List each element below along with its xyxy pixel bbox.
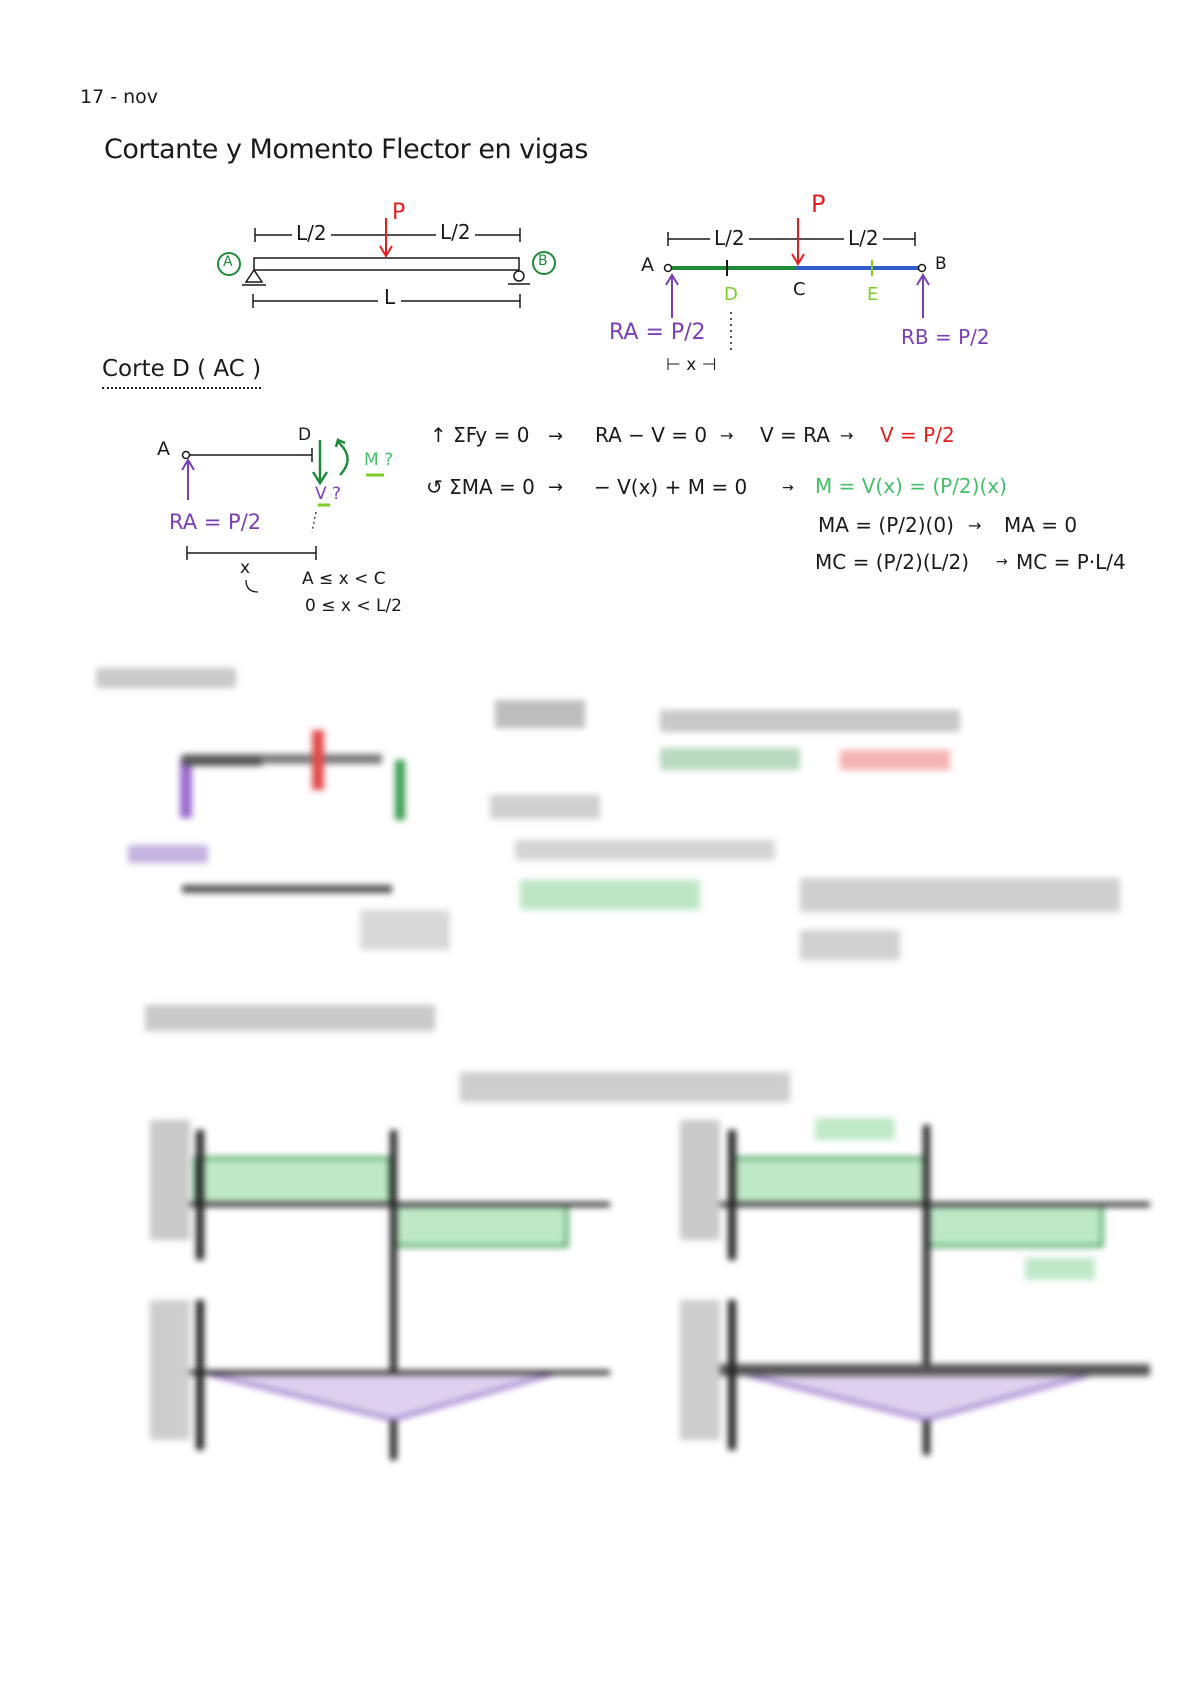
eq-ma-step1: − V(x) + M = 0 bbox=[594, 475, 748, 499]
eq-fy-result: V = P/2 bbox=[880, 423, 955, 447]
cut-d-shear: V ? bbox=[315, 484, 342, 504]
eq-fy-step1: RA − V = 0 bbox=[595, 423, 708, 447]
cut-d-reaction: RA = P/2 bbox=[169, 510, 262, 534]
cut-d-point-d: D bbox=[298, 425, 312, 445]
beam2-reaction-b: RB = P/2 bbox=[901, 325, 990, 349]
beam2-point-b: B bbox=[935, 254, 947, 274]
cut-d-point-a: A bbox=[157, 438, 170, 460]
page-title: Cortante y Momento Flector en vigas bbox=[104, 134, 588, 165]
beam1-load-label: P bbox=[392, 200, 406, 225]
eq-arrow-6: → bbox=[968, 516, 982, 535]
beam1-support-b: B bbox=[538, 253, 548, 269]
beam2-left-half: L/2 bbox=[710, 228, 749, 248]
eq-arrow-4: → bbox=[548, 477, 564, 498]
eq-ma-at-a: MA = (P/2)(0) bbox=[818, 513, 954, 537]
beam1-right-half: L/2 bbox=[436, 222, 475, 242]
eq-sum-ma: ↺ ΣMA = 0 bbox=[426, 475, 535, 499]
eq-arrow-3: → bbox=[840, 426, 854, 445]
beam2-point-c: C bbox=[793, 279, 806, 300]
cut-d-heading: Corte D ( AC ) bbox=[102, 358, 262, 389]
beam1-length: L bbox=[378, 287, 402, 307]
beam2-point-a: A bbox=[641, 254, 654, 276]
eq-arrow-7: → bbox=[996, 554, 1008, 570]
beam2-point-e: E bbox=[867, 284, 879, 305]
beam1-support-a: A bbox=[223, 254, 233, 270]
beam2-load-label: P bbox=[811, 190, 826, 218]
beam2-right-half: L/2 bbox=[844, 228, 883, 248]
eq-arrow-5: → bbox=[782, 480, 794, 496]
beam2-point-d: D bbox=[724, 284, 738, 305]
cut-d-range2: 0 ≤ x < L/2 bbox=[305, 596, 402, 616]
cut-d-x: x bbox=[240, 558, 251, 578]
eq-fy-step2: V = RA bbox=[760, 423, 830, 447]
eq-arrow-2: → bbox=[720, 426, 734, 445]
eq-mc-at-c: MC = (P/2)(L/2) bbox=[815, 550, 970, 574]
date-label: 17 - nov bbox=[80, 86, 159, 108]
eq-mc-at-c-result: MC = P·L/4 bbox=[1016, 550, 1126, 574]
beam2-reaction-a: RA = P/2 bbox=[609, 320, 706, 345]
eq-sum-fy: ↑ ΣFy = 0 bbox=[430, 423, 530, 447]
cut-d-range1: A ≤ x < C bbox=[302, 569, 386, 589]
cut-d-moment: M ? bbox=[364, 450, 394, 470]
eq-ma-result: M = V(x) = (P/2)(x) bbox=[815, 474, 1007, 498]
eq-ma-at-a-result: MA = 0 bbox=[1004, 513, 1078, 537]
eq-arrow-1: → bbox=[548, 426, 564, 447]
beam1-left-half: L/2 bbox=[292, 223, 331, 243]
beam2-x-label: ⊢ x ⊣ bbox=[666, 355, 717, 375]
